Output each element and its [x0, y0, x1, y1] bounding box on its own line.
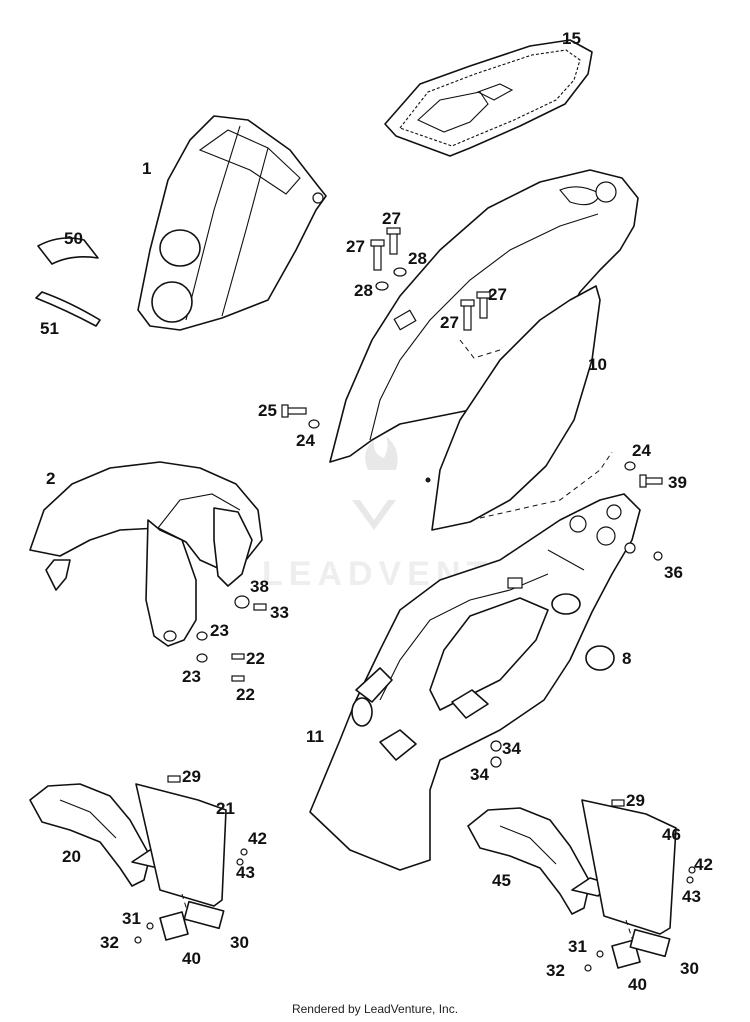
part-2-front-fender [29, 461, 263, 647]
callout-43: 43 [682, 887, 701, 906]
callout-24: 24 [632, 441, 651, 460]
callout-40: 40 [628, 975, 647, 994]
callout-22: 22 [236, 685, 255, 704]
part-15-seat-pad [384, 39, 593, 157]
callout-34: 34 [502, 739, 521, 758]
callout-50: 50 [64, 229, 83, 248]
callout-33: 33 [270, 603, 289, 622]
callout-34: 34 [470, 765, 489, 784]
callout-39: 39 [668, 473, 687, 492]
footer-credit: Rendered by LeadVenture, Inc. [291, 1002, 459, 1016]
hardware-34 [490, 740, 502, 768]
hardware-25-24 [281, 404, 320, 429]
callout-42: 42 [248, 829, 267, 848]
callout-40: 40 [182, 949, 201, 968]
callout-15: 15 [562, 29, 581, 48]
callout-43: 43 [236, 863, 255, 882]
callout-28: 28 [408, 249, 427, 268]
callout-11: 11 [306, 727, 324, 746]
callout-31: 31 [122, 909, 141, 928]
callout-23: 23 [210, 621, 229, 640]
part-51-decal [35, 291, 101, 327]
callout-27: 27 [440, 313, 459, 332]
callout-10: 10 [588, 355, 607, 374]
callout-28: 28 [354, 281, 373, 300]
part-1-headlight-mask [137, 115, 327, 331]
part-10-side-panel [329, 169, 639, 531]
callout-25: 25 [258, 401, 277, 420]
callout-46: 46 [662, 825, 681, 844]
callout-38: 38 [250, 577, 269, 596]
part-50-decal [37, 237, 99, 265]
callout-27: 27 [382, 209, 401, 228]
callout-labels: 15 1 50 51 27 27 28 28 27 27 10 25 24 2 … [40, 29, 713, 994]
callout-23: 23 [182, 667, 201, 686]
callout-30: 30 [680, 959, 699, 978]
callout-22: 22 [246, 649, 265, 668]
callout-1: 1 [142, 159, 151, 178]
callout-27: 27 [346, 237, 365, 256]
callout-2: 2 [46, 469, 55, 488]
callout-20: 20 [62, 847, 81, 866]
callout-31: 31 [568, 937, 587, 956]
hardware-38-33-23-22 [196, 595, 267, 682]
callout-42: 42 [694, 855, 713, 874]
callout-21: 21 [216, 799, 235, 818]
callout-29: 29 [182, 767, 201, 786]
callout-51: 51 [40, 319, 59, 338]
callout-8: 8 [622, 649, 631, 668]
hardware-24-39 [624, 461, 663, 488]
right-plate-assembly [467, 799, 696, 972]
callout-45: 45 [492, 871, 511, 890]
callout-36: 36 [664, 563, 683, 582]
part-8-cap [585, 645, 615, 671]
callout-30: 30 [230, 933, 249, 952]
hardware-36 [653, 551, 663, 561]
callout-24: 24 [296, 431, 315, 450]
hardware-27-28-upper [370, 227, 491, 331]
left-plate-assembly [29, 775, 248, 944]
callout-27: 27 [488, 285, 507, 304]
part-11-rear-fender [309, 493, 641, 871]
callout-32: 32 [546, 961, 565, 980]
callout-32: 32 [100, 933, 119, 952]
callout-29: 29 [626, 791, 645, 810]
